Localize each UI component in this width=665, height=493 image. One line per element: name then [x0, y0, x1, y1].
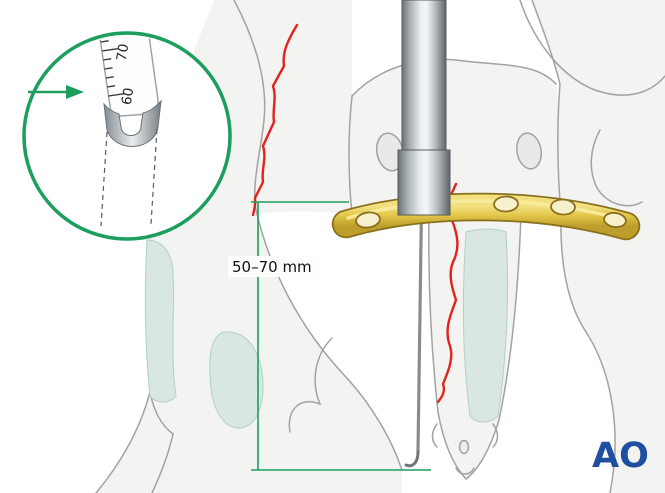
gauge-hook	[103, 99, 162, 147]
coccyx-foramen	[458, 439, 470, 455]
ao-logo-text: AO	[592, 436, 649, 476]
sacrum-right-edge	[465, 213, 522, 480]
ilium-right-medial-outline	[531, 0, 562, 215]
sacral-cornu-left	[431, 423, 438, 448]
fracture-line-sacral	[436, 218, 459, 404]
cartilage-regions	[144, 228, 509, 429]
ao-logo: AO	[592, 436, 649, 476]
coccyx-tip-outline	[455, 467, 475, 475]
ilium-right-inner-edge	[560, 213, 616, 493]
ischium-left-outline	[95, 391, 151, 493]
arrow-icon	[28, 85, 84, 99]
cartilage-left-strip	[144, 239, 177, 403]
cartilage-left-lower	[209, 331, 264, 429]
sciatic-notch-outline	[288, 337, 333, 433]
plate-screw-hole	[493, 195, 519, 213]
ruler-label-60: 60	[119, 87, 137, 106]
pelvis-outlines	[95, 0, 665, 493]
gauge-guide-dashes	[100, 128, 158, 227]
depth-gauge-wire	[404, 205, 424, 468]
sacral-foramen-right	[516, 132, 542, 170]
cartilage-sacral-strip	[462, 228, 509, 423]
magnifier-inset: 70 60	[22, 31, 232, 241]
ilium-right-fill	[532, 0, 665, 493]
pelvic-plate	[331, 192, 641, 241]
plate-highlight	[346, 199, 626, 222]
measurement-label: 50–70 mm	[232, 258, 312, 276]
plate-screw-hole	[550, 198, 576, 216]
ruler-ticks	[100, 40, 125, 97]
fracture-line-segment	[449, 182, 458, 197]
ischium-left-inner-outline	[151, 433, 174, 493]
iliac-crest-right-outline	[519, 0, 665, 96]
sacral-ala-top-outline	[351, 58, 557, 97]
magnifier-content: 70 60	[96, 36, 162, 227]
plate-screw-hole	[355, 211, 381, 229]
measurement-annotation: 50–70 mm	[228, 201, 431, 471]
sciatic-notch-right-outline	[590, 129, 643, 207]
drill-sleeve-shaft	[397, 0, 451, 216]
gauge-wire-hook	[404, 450, 420, 468]
shaft-collar	[397, 149, 451, 216]
gauge-wire-shaft	[416, 205, 424, 453]
si-joint-left-outline	[348, 95, 353, 215]
ruler-label-70: 70	[114, 43, 132, 62]
plate-screw-hole	[603, 212, 627, 228]
measurement-label-bg	[228, 256, 320, 277]
sacrum-left-edge	[428, 213, 467, 480]
iliac-crest-left-outline	[233, 0, 266, 215]
sacral-cornu-right	[492, 423, 499, 448]
